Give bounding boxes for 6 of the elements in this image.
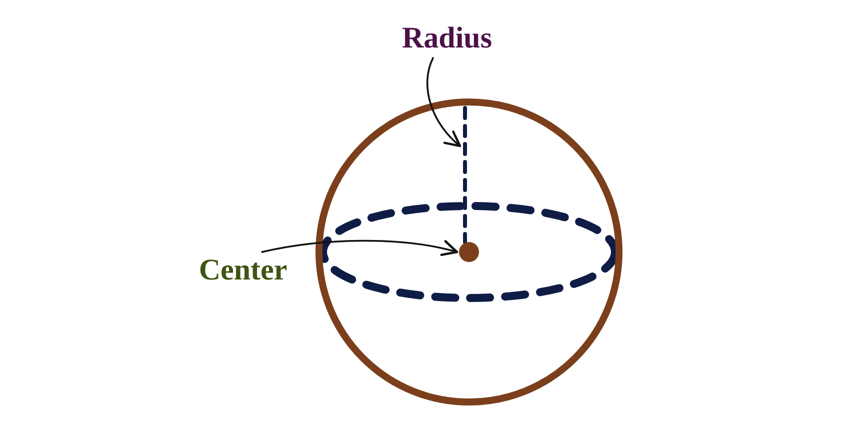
leader-arrow (261, 240, 458, 256)
center-dot (459, 242, 479, 262)
leader-arrow (426, 57, 462, 148)
center-label: Center (198, 254, 288, 286)
radius-label: Radius (402, 22, 492, 54)
radius-line (463, 106, 467, 244)
